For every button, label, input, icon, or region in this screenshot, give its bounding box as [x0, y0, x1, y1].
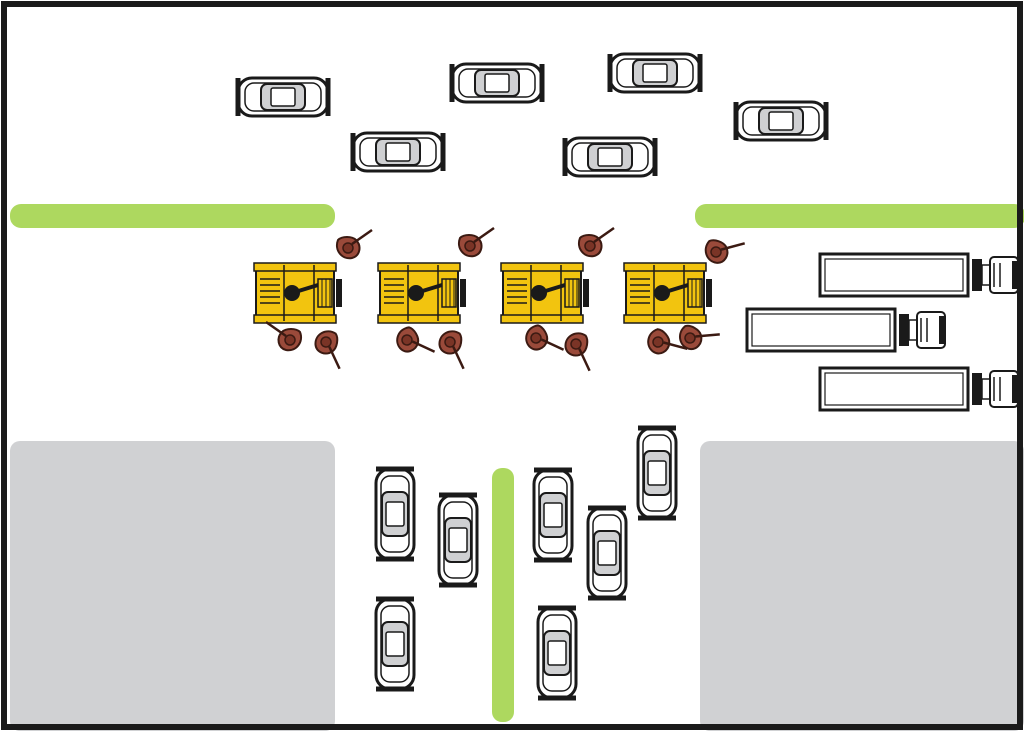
car-icon	[565, 138, 655, 176]
car-icon	[376, 599, 414, 689]
car-icon	[452, 64, 542, 102]
sidewalk-block-left	[10, 441, 335, 731]
car-icon	[638, 428, 676, 518]
car-icon	[736, 102, 826, 140]
bulldozer-icon	[376, 261, 468, 325]
car-icon	[439, 495, 477, 585]
bulldozer-icon	[499, 261, 591, 325]
car-icon	[353, 133, 443, 171]
sidewalk-block-right	[700, 441, 1024, 731]
car-icon	[376, 469, 414, 559]
bulldozer-icon	[252, 261, 344, 325]
car-icon	[534, 470, 572, 560]
bulldozer-icon	[622, 261, 714, 325]
car-icon	[588, 508, 626, 598]
car-icon	[538, 608, 576, 698]
green-median-top-left	[10, 204, 335, 228]
car-icon	[238, 78, 328, 116]
green-median-top-right	[695, 204, 1024, 228]
green-median-vertical	[492, 468, 514, 722]
car-icon	[610, 54, 700, 92]
